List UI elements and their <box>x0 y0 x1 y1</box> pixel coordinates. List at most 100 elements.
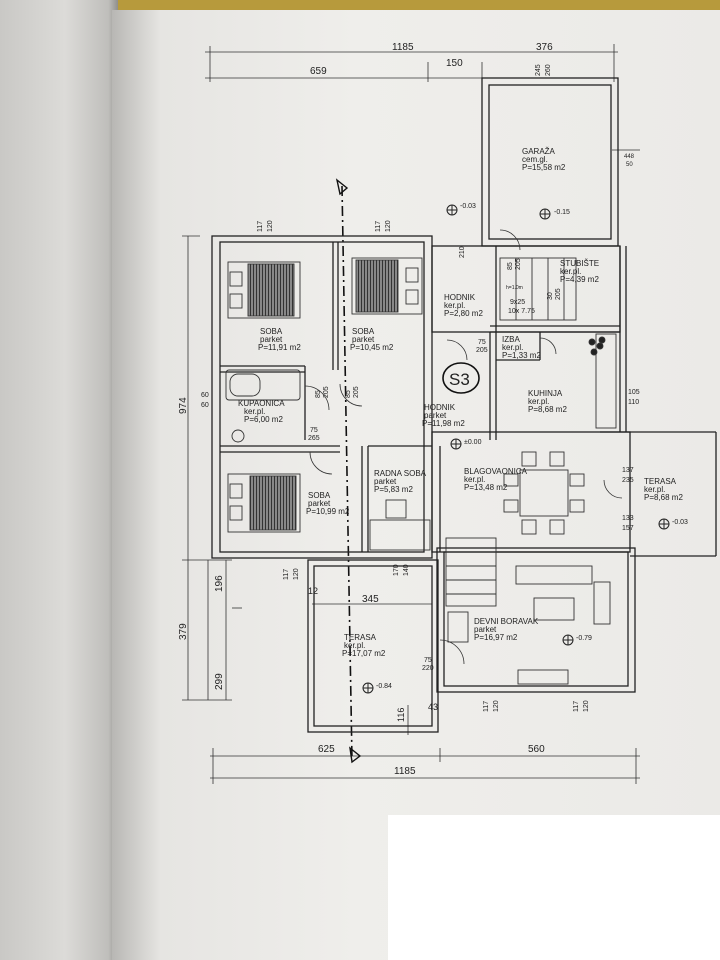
opening-117-c: 117 <box>283 569 290 580</box>
opening-117-a: 117 <box>257 221 264 232</box>
room-soba3-floor: parket <box>308 499 331 508</box>
room-hodnik-small-area: P=2,80 m2 <box>444 309 483 318</box>
opening-117-d: 117 <box>483 701 490 712</box>
opening-205-b: 205 <box>353 386 360 398</box>
dim-bottom-right: 560 <box>528 744 545 755</box>
section-arrow-bottom <box>349 746 362 764</box>
room-terasa-bottom-area: P=17,07 m2 <box>342 649 386 658</box>
opening-205-d: 205 <box>476 347 488 354</box>
furniture <box>225 257 617 685</box>
dim-top-left: 659 <box>310 66 327 77</box>
section-marker-circle <box>442 362 480 394</box>
room-radna-soba-area: P=5,83 m2 <box>374 485 413 494</box>
room-kuhinja-floor: ker.pl. <box>528 397 549 406</box>
room-terasa-bottom-name: TERASA <box>344 633 377 642</box>
opening-120-a: 120 <box>267 220 274 232</box>
room-hodnik-small-name: HODNIK <box>444 293 476 302</box>
room-dnevni-area: P=16,97 m2 <box>474 633 518 642</box>
room-terasa-bottom-floor: ker.pl. <box>344 641 365 650</box>
room-radna-soba-name: RADNA SOBA <box>374 469 427 478</box>
dim-left-b: 299 <box>214 673 225 690</box>
opening-117-e: 117 <box>573 701 580 712</box>
room-soba1-area: P=11,91 m2 <box>258 343 301 352</box>
opening-120-e: 120 <box>583 700 590 712</box>
dim-116: 116 <box>396 708 406 722</box>
dim-garage-448: 448 <box>624 154 635 160</box>
dim-terrace-width: 345 <box>362 594 379 605</box>
opening-105: 105 <box>628 389 640 396</box>
dim-bottom-left: 625 <box>318 744 335 755</box>
room-soba2-area: P=10,45 m2 <box>350 343 394 352</box>
opening-110: 110 <box>628 399 639 406</box>
level-4: -0.03 <box>672 519 688 526</box>
stair-30: 30 <box>547 292 554 300</box>
dim-left-lower: 379 <box>178 623 189 640</box>
level-5: -0.79 <box>576 635 592 642</box>
dim-left-total: 974 <box>178 397 189 414</box>
room-blagovaonica-area: P=13,48 m2 <box>464 483 508 492</box>
room-soba2-name: SOBA <box>352 327 375 336</box>
room-hodnik-area: P=11,98 m2 <box>422 419 465 428</box>
room-izba-name: IZBA <box>502 335 520 344</box>
dim-top-mid: 150 <box>446 58 463 69</box>
room-dnevni-name: DEVNI BORAVAK <box>474 617 539 626</box>
room-kupaonica-name: KUPAONICA <box>238 399 285 408</box>
level-6: -0.84 <box>376 683 392 690</box>
dim-top-right: 376 <box>536 42 553 53</box>
room-kupaonica-area: P=6,00 m2 <box>244 415 283 424</box>
room-soba1-floor: parket <box>260 335 283 344</box>
room-soba3-name: SOBA <box>308 491 331 500</box>
room-garaza-floor: cem.gl. <box>522 155 548 164</box>
level-3: ±0.00 <box>464 439 482 446</box>
room-izba-area: P=1,33 m2 <box>502 351 541 360</box>
room-soba2-floor: parket <box>352 335 375 344</box>
room-terasa-right-name: TERASA <box>644 477 677 486</box>
floor-plan-page <box>112 10 720 960</box>
room-radna-soba-floor: parket <box>374 477 397 486</box>
opening-120-b: 120 <box>385 220 392 232</box>
opening-75-b: 75 <box>478 339 486 346</box>
walls <box>211 77 717 733</box>
dim-left-a: 196 <box>214 575 225 592</box>
opening-133: 133 <box>622 515 634 522</box>
opening-235: 235 <box>622 477 634 484</box>
section-arrow-top <box>335 178 349 196</box>
white-cover <box>388 815 720 960</box>
dim-245: 245 <box>535 64 542 76</box>
room-stubiste-area: P=4,39 m2 <box>560 275 599 284</box>
opening-117-b: 117 <box>375 221 382 232</box>
room-hodnik-small-floor: ker.pl. <box>444 301 465 310</box>
opening-85: 85 <box>315 390 322 398</box>
room-kupaonica-floor: ker.pl. <box>244 407 265 416</box>
opening-labels: 117 120 117 120 85 205 85 205 75 265 60 … <box>201 220 640 712</box>
opening-85-c: 85 <box>507 262 514 270</box>
room-stubiste-name: STUBIŠTE <box>560 259 599 268</box>
opening-60-b: 60 <box>201 402 209 409</box>
opening-205: 205 <box>323 386 330 398</box>
room-izba-floor: ker.pl. <box>502 343 523 352</box>
room-soba3-area: P=10,99 m2 <box>306 507 350 516</box>
level-1: -0.03 <box>460 203 476 210</box>
room-kuhinja-area: P=8,68 m2 <box>528 405 567 414</box>
stair-205: 205 <box>555 288 562 300</box>
opening-75-c: 75 <box>424 657 432 664</box>
opening-157: 157 <box>622 525 634 532</box>
room-garaza-area: P=15,58 m2 <box>522 163 566 172</box>
opening-265: 265 <box>308 435 320 442</box>
opening-120-c: 120 <box>293 568 300 580</box>
room-soba1-name: SOBA <box>260 327 283 336</box>
room-labels: GARAŽA cem.gl. P=15,58 m2 STUBIŠTE ker.p… <box>238 147 683 658</box>
dim-43: 43 <box>428 702 438 712</box>
opening-205-c: 205 <box>515 258 522 270</box>
dim-260: 260 <box>545 64 552 76</box>
section-marker-label: S3 <box>449 370 470 389</box>
room-stubiste-floor: ker.pl. <box>560 267 581 276</box>
section-line <box>341 185 353 761</box>
room-garaza-name: GARAŽA <box>522 147 556 156</box>
stair-h: h=1.0m <box>506 285 523 291</box>
level-2: -0.15 <box>554 209 570 216</box>
room-kuhinja-name: KUHINJA <box>528 389 563 398</box>
room-blagovaonica-name: BLAGOVAONICA <box>464 467 528 476</box>
door-swings <box>304 229 623 665</box>
